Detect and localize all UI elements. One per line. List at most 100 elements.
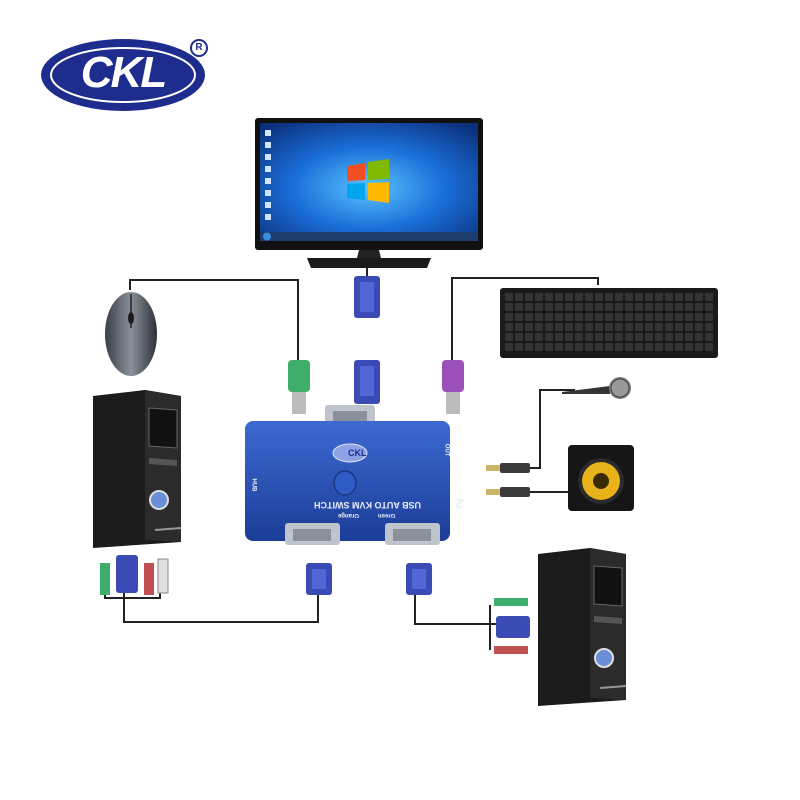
keyboard-key bbox=[605, 343, 613, 351]
keyboard-key bbox=[625, 343, 633, 351]
keyboard-key bbox=[615, 323, 623, 331]
kvm-switch-body bbox=[245, 405, 450, 545]
keyboard-key bbox=[515, 303, 523, 311]
keyboard-key bbox=[585, 333, 593, 341]
vga-connector-top bbox=[354, 276, 380, 318]
keyboard-key bbox=[565, 303, 573, 311]
keyboard-key bbox=[685, 343, 693, 351]
keyboard-key bbox=[645, 303, 653, 311]
kvm-brand-label: CKL bbox=[348, 448, 367, 458]
pc-left-plugs bbox=[100, 555, 169, 595]
keyboard-key bbox=[695, 343, 703, 351]
keyboard-key bbox=[625, 303, 633, 311]
keyboard-key bbox=[585, 323, 593, 331]
keyboard-key bbox=[675, 333, 683, 341]
keyboard-key bbox=[615, 343, 623, 351]
keyboard-key bbox=[665, 303, 673, 311]
keyboard-key bbox=[515, 323, 523, 331]
monitor bbox=[255, 118, 483, 268]
led-green-label: Green bbox=[378, 512, 396, 518]
keyboard-key bbox=[605, 323, 613, 331]
keyboard-key bbox=[575, 343, 583, 351]
keyboard-key bbox=[685, 313, 693, 321]
keyboard-key bbox=[635, 343, 643, 351]
keyboard-key bbox=[545, 293, 553, 301]
keyboard-key bbox=[535, 323, 543, 331]
keyboard-key bbox=[515, 333, 523, 341]
keyboard-key bbox=[695, 323, 703, 331]
vga-connector-mid bbox=[354, 360, 380, 404]
keyboard bbox=[500, 288, 718, 358]
led-orange-label: Orange bbox=[338, 512, 360, 518]
keyboard-key bbox=[625, 293, 633, 301]
keyboard-key bbox=[665, 343, 673, 351]
keyboard-key bbox=[655, 323, 663, 331]
vga-connector-bottom-left bbox=[306, 563, 332, 595]
keyboard-key bbox=[515, 293, 523, 301]
keyboard-key bbox=[555, 293, 563, 301]
keyboard-key bbox=[505, 323, 513, 331]
keyboard-key bbox=[685, 333, 693, 341]
keyboard-key bbox=[655, 303, 663, 311]
keyboard-key bbox=[705, 313, 713, 321]
microphone bbox=[562, 377, 631, 399]
keyboard-key bbox=[545, 343, 553, 351]
keyboard-key bbox=[535, 333, 543, 341]
keyboard-key bbox=[535, 293, 543, 301]
keyboard-key bbox=[545, 313, 553, 321]
keyboard-key bbox=[705, 343, 713, 351]
keyboard-key bbox=[655, 333, 663, 341]
keyboard-key bbox=[585, 343, 593, 351]
keyboard-key bbox=[545, 303, 553, 311]
windows-logo-icon bbox=[347, 159, 389, 203]
keyboard-key bbox=[505, 303, 513, 311]
keyboard-key bbox=[535, 303, 543, 311]
keyboard-key bbox=[585, 293, 593, 301]
keyboard-key bbox=[685, 293, 693, 301]
keyboard-key bbox=[525, 333, 533, 341]
pc-right-plugs bbox=[494, 598, 530, 654]
keyboard-key bbox=[505, 293, 513, 301]
keyboard-key bbox=[605, 303, 613, 311]
keyboard-key bbox=[705, 333, 713, 341]
keyboard-key bbox=[565, 323, 573, 331]
keyboard-key bbox=[675, 303, 683, 311]
keyboard-key bbox=[555, 343, 563, 351]
keyboard-key bbox=[665, 293, 673, 301]
keyboard-key bbox=[555, 303, 563, 311]
keyboard-key bbox=[565, 293, 573, 301]
keyboard-key bbox=[685, 303, 693, 311]
speaker bbox=[568, 445, 634, 511]
keyboard-key bbox=[595, 313, 603, 321]
keyboard-key bbox=[565, 333, 573, 341]
keyboard-key bbox=[565, 343, 573, 351]
keyboard-key bbox=[635, 323, 643, 331]
kvm-title: USB AUTO KVM SWITCH bbox=[314, 500, 421, 510]
keyboard-key bbox=[545, 333, 553, 341]
keyboard-key bbox=[645, 323, 653, 331]
keyboard-key bbox=[595, 303, 603, 311]
keyboard-key bbox=[535, 343, 543, 351]
keyboard-key bbox=[665, 323, 673, 331]
keyboard-key bbox=[585, 303, 593, 311]
keyboard-key bbox=[675, 293, 683, 301]
keyboard-key bbox=[635, 313, 643, 321]
keyboard-key bbox=[695, 293, 703, 301]
computer-tower-left bbox=[93, 390, 182, 548]
keyboard-key bbox=[695, 303, 703, 311]
keyboard-key bbox=[575, 313, 583, 321]
keyboard-key bbox=[645, 343, 653, 351]
keyboard-key bbox=[525, 313, 533, 321]
keyboard-key bbox=[505, 333, 513, 341]
keyboard-key bbox=[595, 293, 603, 301]
keyboard-key bbox=[525, 323, 533, 331]
keyboard-key bbox=[635, 333, 643, 341]
kvm-number: 2 bbox=[456, 496, 464, 512]
keyboard-key bbox=[645, 293, 653, 301]
keyboard-key bbox=[685, 323, 693, 331]
keyboard-key bbox=[605, 293, 613, 301]
keyboard-key bbox=[635, 303, 643, 311]
keyboard-key bbox=[505, 313, 513, 321]
keyboard-key bbox=[535, 313, 543, 321]
